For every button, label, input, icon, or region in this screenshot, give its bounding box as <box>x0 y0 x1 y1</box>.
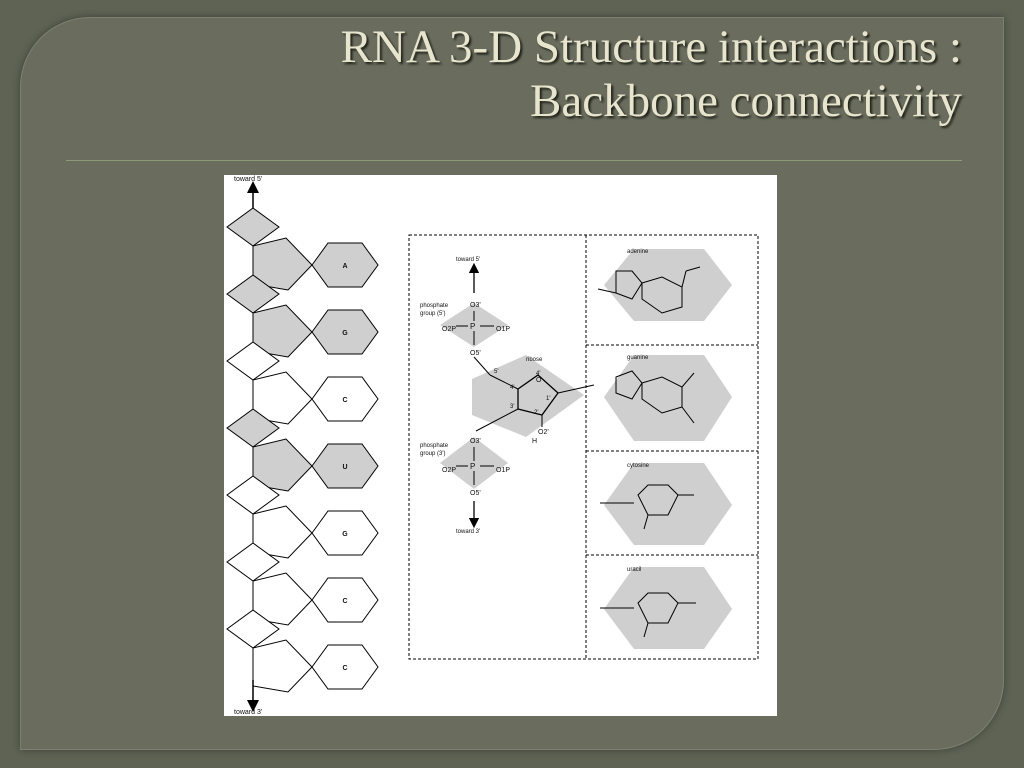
adenine-hexagon <box>604 249 732 321</box>
base-hexagon <box>311 510 379 556</box>
rna-backbone-figure: toward 5' A G C U G C C toward 3' toward 5' ph… <box>224 175 777 716</box>
slide-title: RNA 3-D Structure interactions : Backbon… <box>82 20 962 128</box>
svg-text:2': 2' <box>534 410 538 416</box>
svg-text:O2': O2' <box>538 429 549 436</box>
atom-o2p-bottom: O2P <box>442 467 456 474</box>
strand-units: A G C U G C C <box>226 207 379 693</box>
uracil-label: uracil <box>627 567 641 573</box>
base-hexagon <box>311 443 379 489</box>
strand-label-3prime: toward 3' <box>234 709 262 716</box>
base-letter: A <box>342 263 347 270</box>
figure-svg: toward 5' A G C U G C C toward 3' toward 5' ph… <box>226 176 759 716</box>
glycosidic-bond <box>557 384 595 394</box>
base-letter: C <box>342 397 347 404</box>
base-letter: U <box>342 464 347 471</box>
phosphate-3-label-2: group (3') <box>420 451 446 457</box>
atom-o1p-top: O1P <box>496 326 510 333</box>
ribose-ring <box>517 374 559 416</box>
strand-unit: A <box>226 207 379 291</box>
svg-text:4': 4' <box>510 385 514 391</box>
adenine-label: adenine <box>627 249 649 255</box>
atom-o5-top: O5' <box>470 350 481 357</box>
guanine-hexagon <box>604 355 732 441</box>
title-line-2: Backbone connectivity <box>530 75 962 127</box>
phosphate-diamond <box>226 207 280 247</box>
uracil-hexagon <box>604 567 732 649</box>
strand-unit: C <box>226 609 379 693</box>
ribose-label: ribose <box>526 357 543 363</box>
strand-label-5prime: toward 5' <box>234 176 262 183</box>
cytosine-hexagon <box>604 463 732 545</box>
atom-o1p-bottom: O1P <box>496 467 510 474</box>
base-hexagon <box>311 242 379 288</box>
detail-label-3prime: toward 3' <box>456 529 480 535</box>
strand-unit: C <box>226 542 379 626</box>
atom-o3-top: O3' <box>470 302 481 309</box>
title-line-1: RNA 3-D Structure interactions : <box>340 21 962 73</box>
cytosine-label: cytosine <box>627 463 650 469</box>
base-letter: G <box>342 330 348 337</box>
base-hexagon <box>311 376 379 422</box>
guanine-label: guanine <box>627 355 649 361</box>
atom-o5-bottom: O5' <box>470 490 481 497</box>
detail-box <box>408 234 759 660</box>
atom-p-top: P <box>470 322 475 331</box>
phosphate-3-label-1: phosphate <box>420 443 449 449</box>
phosphate-5-label-1: phosphate <box>420 303 449 309</box>
base-hexagon <box>311 644 379 690</box>
title-divider <box>66 160 962 161</box>
strand-unit: G <box>226 274 379 358</box>
strand-unit: U <box>226 408 379 492</box>
base-hexagon <box>311 309 379 355</box>
base-letter: C <box>342 665 347 672</box>
svg-text:3': 3' <box>510 404 514 410</box>
ribose-pentagon <box>252 639 313 693</box>
strand-unit: C <box>226 341 379 425</box>
svg-text:4': 4' <box>536 371 540 377</box>
atom-o3-bottom: O3' <box>470 438 481 445</box>
svg-text:H: H <box>532 438 537 445</box>
svg-text:O: O <box>536 377 542 384</box>
phosphate-5-diamond <box>440 303 508 347</box>
ribose-shape <box>472 355 584 437</box>
base-hexagon <box>311 577 379 623</box>
atom-o2p-top: O2P <box>442 326 456 333</box>
atom-p-bottom: P <box>470 462 475 471</box>
svg-text:1': 1' <box>546 396 550 402</box>
phosphate-3-diamond <box>440 437 508 489</box>
svg-text:5': 5' <box>494 369 498 375</box>
base-letter: C <box>342 598 347 605</box>
detail-label-5prime: toward 5' <box>456 257 480 263</box>
phosphate-5-label-2: group (5') <box>420 311 446 317</box>
strand-unit: G <box>226 475 379 559</box>
base-letter: G <box>342 531 348 538</box>
